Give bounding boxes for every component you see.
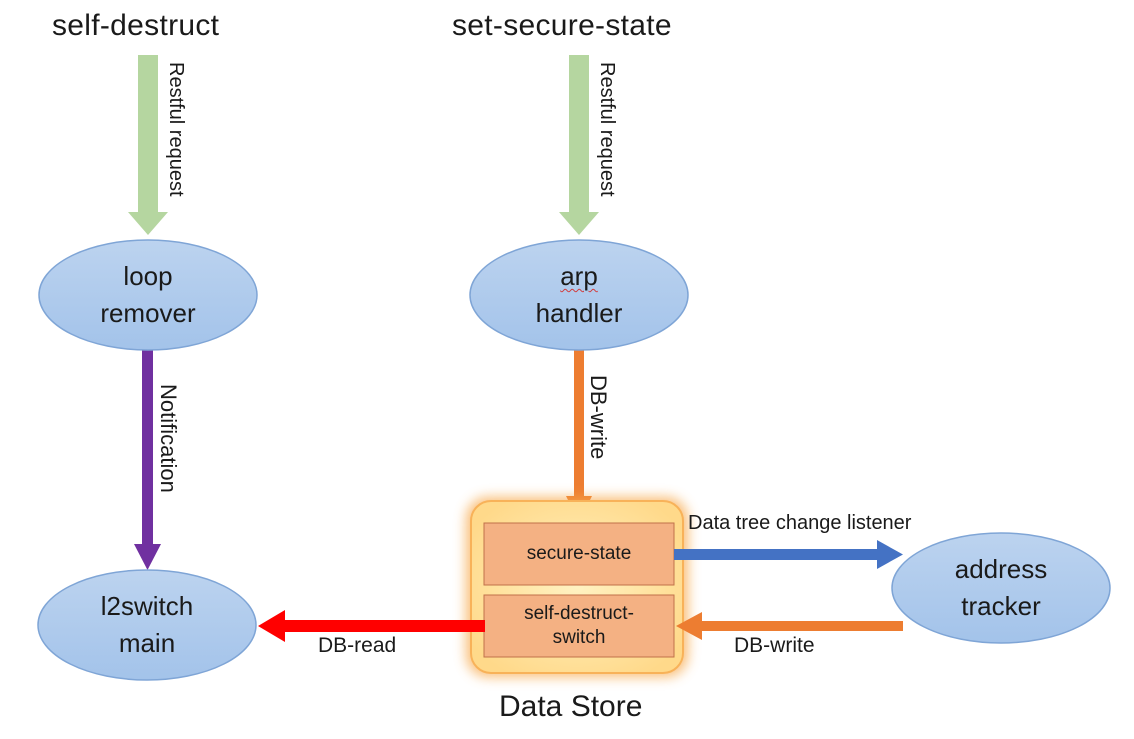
- db-read-label: DB-read: [318, 634, 397, 657]
- loop-remover-node: [38, 239, 258, 351]
- secure-state-box: [483, 522, 675, 586]
- notification-label: Notification: [156, 384, 181, 493]
- listener-arrow: [674, 540, 903, 569]
- address-tracker-node: [891, 532, 1111, 644]
- left-restful-label: Restful request: [165, 62, 187, 197]
- right-restful-arrow: [559, 55, 599, 235]
- left-restful-arrow: [128, 55, 168, 235]
- l2switch-main-label: l2switch main: [100, 591, 194, 658]
- db-write-vertical-label: DB-write: [586, 375, 611, 460]
- set-secure-state-title: set-secure-state: [452, 9, 672, 42]
- self-destruct-switch-label: self-destruct- switch: [524, 603, 634, 648]
- arp-handler-label: arp handler: [535, 261, 623, 328]
- loop-remover-label: loop remover: [100, 261, 196, 328]
- address-tracker-label: address tracker: [954, 554, 1048, 621]
- listener-label: Data tree change listener: [688, 512, 912, 534]
- arp-handler-node: [469, 239, 689, 351]
- db-write-horizontal-label: DB-write: [734, 634, 815, 657]
- self-destruct-switch-box: [483, 594, 675, 658]
- secure-state-label: secure-state: [526, 543, 632, 564]
- data-store-label: Data Store: [499, 690, 643, 723]
- self-destruct-title: self-destruct: [52, 9, 220, 42]
- l2switch-main-node: [37, 569, 257, 681]
- right-restful-label: Restful request: [596, 62, 618, 197]
- db-read-arrow: [258, 610, 485, 642]
- notification-arrow: [134, 350, 161, 570]
- db-write-horizontal-arrow: [676, 612, 903, 640]
